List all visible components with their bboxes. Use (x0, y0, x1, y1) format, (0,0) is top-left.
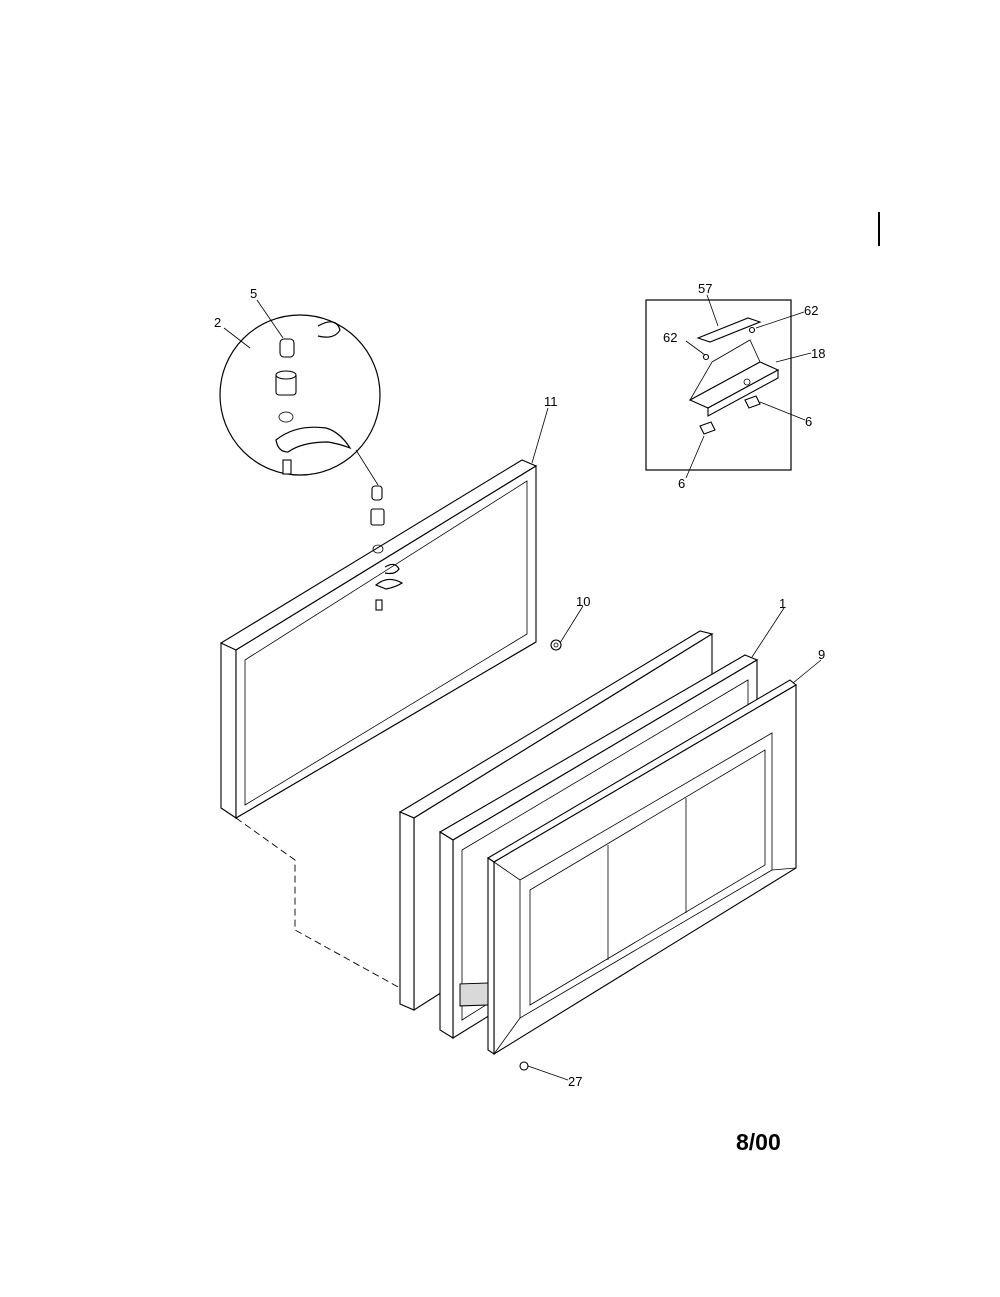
callout-10: 10 (576, 594, 590, 609)
door-gasket-frame-11 (219, 459, 538, 820)
handle-detail-inset (645, 299, 792, 471)
hinge-detail-circle-2 (219, 314, 381, 476)
fastener-10 (550, 639, 562, 651)
alignment-line (235, 817, 401, 989)
revision-date: 8/00 (736, 1129, 781, 1155)
callout-27: 27 (568, 1074, 582, 1089)
callout-5: 5 (250, 286, 257, 301)
callout-62-left: 62 (663, 330, 677, 345)
callout-11: 11 (544, 394, 558, 409)
callout-1: 1 (779, 596, 786, 611)
callout-2: 2 (214, 315, 221, 330)
callout-9: 9 (818, 647, 825, 662)
leader-lines (223, 294, 822, 1081)
callout-6-bottom: 6 (678, 476, 685, 491)
detail-leader (355, 449, 379, 486)
screw-27 (519, 1061, 529, 1071)
outer-door-panel-9 (486, 679, 797, 1056)
callout-57: 57 (698, 281, 712, 296)
hinge-parts-installed (370, 485, 404, 611)
callout-6-right: 6 (805, 414, 812, 429)
callout-18: 18 (811, 346, 825, 361)
callout-62-right: 62 (804, 303, 818, 318)
